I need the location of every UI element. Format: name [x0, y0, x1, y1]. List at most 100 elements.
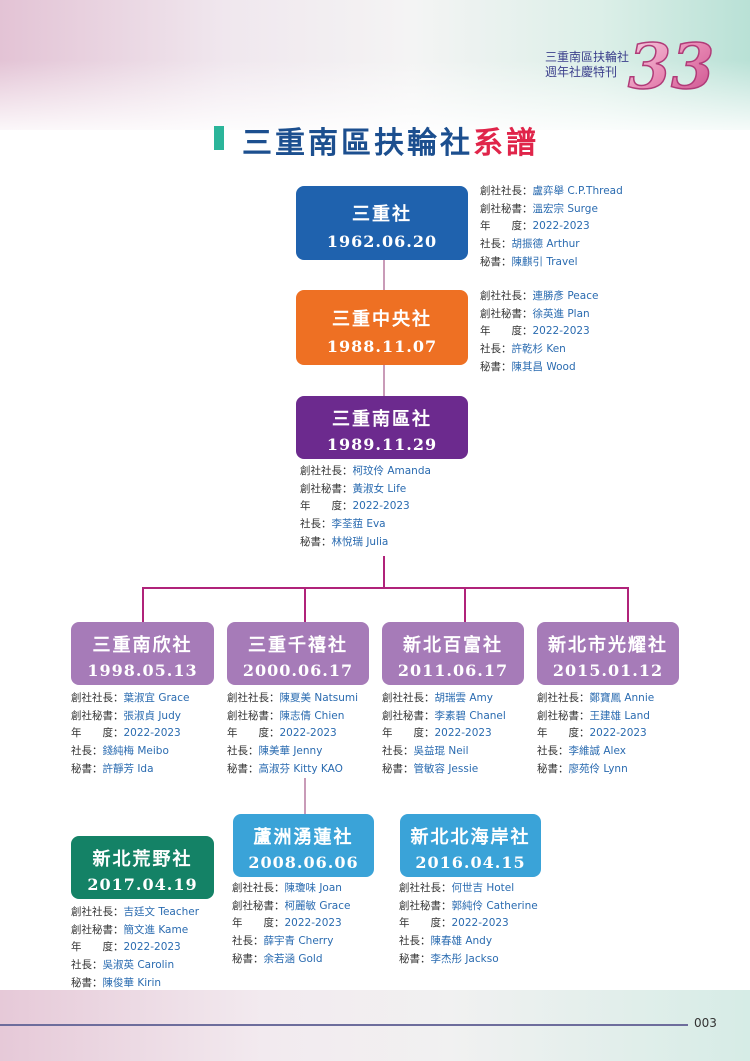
president: 胡振德 Arthur: [511, 238, 580, 251]
club-box-luzhou: 蘆洲湧蓮社 2008.06.06: [233, 814, 374, 877]
club-name: 蘆洲湧蓮社: [253, 827, 354, 848]
club-info-baifu: 創社社長：胡瑞雲 Amy 創社秘書：李素碧 Chanel 年 度：2022-20…: [382, 690, 506, 779]
secretary: 陳俊華 Kirin: [102, 976, 162, 989]
club-name: 新北百富社: [403, 635, 503, 656]
year-label: 年 度：: [480, 325, 533, 338]
president-label: 社長：: [71, 959, 103, 972]
founder-secretary-label: 創社秘書：: [71, 709, 124, 722]
year-label: 年 度：: [300, 500, 353, 513]
founder-secretary-label: 創社秘書：: [480, 202, 533, 215]
secretary: 廖苑伶 Lynn: [568, 762, 628, 775]
club-date: 2008.06.06: [248, 853, 359, 872]
club-date: 2016.04.15: [415, 853, 526, 872]
founder-president-label: 創社社長：: [71, 906, 124, 918]
secretary-label: 秘書：: [232, 952, 264, 965]
page-number: 003: [694, 1016, 717, 1030]
founder-secretary-label: 創社秘書：: [480, 307, 533, 320]
president: 陳春雄 Andy: [430, 935, 493, 948]
year-value: 2022-2023: [589, 727, 647, 740]
founder-secretary: 黃淑女 Life: [352, 482, 407, 495]
year-value: 2022-2023: [451, 917, 509, 930]
founder-president: 連勝彥 Peace: [532, 290, 599, 302]
secretary: 管敏容 Jessie: [413, 762, 479, 775]
year-label: 年 度：: [227, 727, 280, 740]
year-value: 2022-2023: [279, 727, 337, 740]
founder-secretary: 李素碧 Chanel: [434, 709, 506, 722]
club-name: 三重社: [352, 204, 412, 225]
secretary: 陳麒引 Travel: [511, 255, 578, 268]
club-name: 新北北海岸社: [410, 827, 531, 848]
founder-secretary: 陳志倩 Chien: [279, 709, 345, 722]
club-name: 新北市光耀社: [548, 635, 668, 656]
president-label: 社長：: [300, 518, 332, 531]
club-box-huangye: 新北荒野社 2017.04.19: [71, 836, 214, 899]
year-label: 年 度：: [480, 220, 533, 233]
club-box-haian: 新北北海岸社 2016.04.15: [400, 814, 541, 877]
founder-president: 吉廷文 Teacher: [123, 906, 200, 918]
president-label: 社長：: [480, 238, 512, 251]
club-box-nanxin: 三重南欣社 1998.05.13: [71, 622, 214, 685]
connector-qianxi-luzhou: [304, 778, 306, 814]
club-date: 2017.04.19: [87, 875, 198, 894]
founder-president: 柯玟伶 Amanda: [352, 465, 431, 477]
club-box-central: 三重中央社 1988.11.07: [296, 290, 468, 365]
year-label: 年 度：: [382, 727, 435, 740]
secretary: 林悅瑞 Julia: [331, 535, 389, 548]
year-label: 年 度：: [71, 727, 124, 740]
founder-secretary: 王建雄 Land: [589, 709, 650, 722]
page-title-main: 三重南區扶輪社: [242, 126, 473, 161]
president: 陳美華 Jenny: [258, 745, 323, 758]
president: 李荃莥 Eva: [331, 518, 386, 531]
founder-president-label: 創社社長：: [480, 185, 533, 197]
year-value: 2022-2023: [532, 220, 590, 233]
magazine-title-line1: 三重南區扶輪社: [545, 50, 630, 64]
club-name: 三重中央社: [332, 309, 432, 330]
club-info-nanxin: 創社社長：葉淑宜 Grace 創社秘書：張淑貞 Judy 年 度：2022-20…: [71, 690, 189, 779]
club-info-central: 創社社長：連勝彥 Peace 創社秘書：徐英進 Plan 年 度：2022-20…: [480, 288, 598, 377]
year-value: 2022-2023: [123, 727, 181, 740]
president-label: 社長：: [399, 935, 431, 948]
year-value: 2022-2023: [532, 325, 590, 338]
club-date: 1988.11.07: [326, 337, 438, 356]
founder-secretary: 張淑貞 Judy: [123, 709, 181, 722]
connector-drop-nanxin: [142, 587, 144, 622]
magazine-title-line2: 週年社慶特刊: [545, 65, 618, 79]
founder-secretary-label: 創社秘書：: [232, 899, 285, 912]
club-box-guangyao: 新北市光耀社 2015.01.12: [537, 622, 679, 685]
founder-president: 盧弈舉 C.P.Thread: [532, 185, 623, 197]
connector-drop-baifu: [464, 587, 466, 622]
club-info-sanchong: 創社社長：盧弈舉 C.P.Thread 創社秘書：溫宏宗 Surge 年 度：2…: [480, 183, 623, 272]
anniversary-number: 33: [628, 30, 714, 100]
club-name: 三重南區社: [332, 409, 432, 430]
club-box-baifu: 新北百富社 2011.06.17: [382, 622, 524, 685]
club-date: 2011.06.17: [397, 661, 509, 680]
year-label: 年 度：: [232, 917, 285, 930]
founder-secretary-label: 創社秘書：: [382, 709, 435, 722]
title-accent-bar: [214, 126, 224, 150]
founder-president: 陳夏美 Natsumi: [279, 692, 359, 704]
founder-secretary-label: 創社秘書：: [300, 482, 353, 495]
secretary: 高淑芬 Kitty KAO: [258, 762, 343, 775]
club-box-sanchong: 三重社 1962.06.20: [296, 186, 468, 260]
president: 吳淑英 Carolin: [102, 959, 175, 972]
secretary-label: 秘書：: [537, 762, 569, 775]
founder-secretary: 溫宏宗 Surge: [532, 202, 598, 215]
founder-president-label: 創社社長：: [399, 882, 452, 894]
secretary-label: 秘書：: [399, 952, 431, 965]
founder-secretary-label: 創社秘書：: [399, 899, 452, 912]
club-box-qianxi: 三重千禧社 2000.06.17: [227, 622, 369, 685]
president: 許乾杉 Ken: [511, 343, 566, 356]
founder-president: 陳瓊味 Joan: [284, 882, 342, 894]
connector-south-trunk: [383, 556, 385, 588]
year-value: 2022-2023: [434, 727, 492, 740]
club-date: 2015.01.12: [552, 661, 664, 680]
footer-rule: [0, 1024, 688, 1026]
secretary-label: 秘書：: [480, 360, 512, 373]
year-label: 年 度：: [537, 727, 590, 740]
page-title-accent: 系譜: [473, 126, 539, 161]
secretary-label: 秘書：: [71, 976, 103, 989]
founder-president: 鄭寶鳳 Annie: [589, 692, 655, 704]
header-fade: [0, 60, 750, 140]
founder-president-label: 創社社長：: [480, 290, 533, 302]
founder-president-label: 創社社長：: [227, 692, 280, 704]
